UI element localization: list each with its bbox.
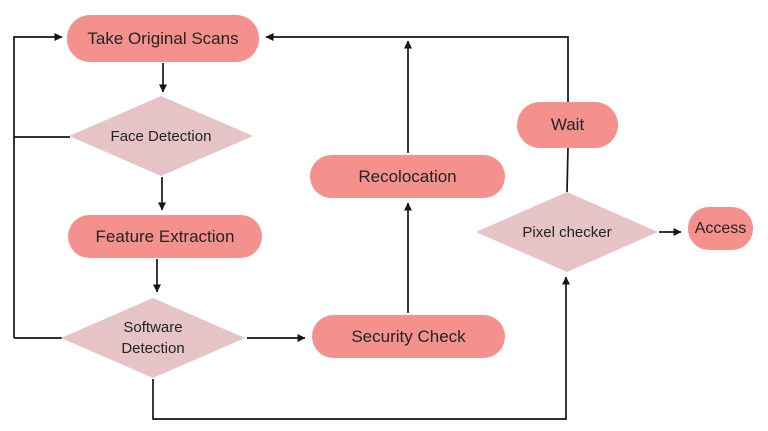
node-label: Take Original Scans — [87, 28, 239, 48]
connector-pixel-checker-to-wait — [566, 147, 569, 193]
node-label: Recolocation — [358, 166, 457, 186]
node-label: Pixel checker — [522, 223, 612, 241]
node-label: Face Detection — [110, 127, 212, 145]
node-take-original-scans: Take Original Scans — [67, 15, 259, 62]
node-label: Access — [694, 219, 747, 237]
node-access: Access — [688, 207, 753, 250]
node-recolocation: Recolocation — [310, 155, 505, 198]
connector-left-return-line-to-take-original-scans — [13, 33, 63, 338]
node-label: Software Detection — [121, 319, 185, 357]
node-security-check: Security Check — [312, 315, 505, 358]
node-label: Wait — [550, 115, 585, 134]
node-wait: Wait — [517, 102, 618, 148]
connector-software-detection-to-pixel-checker — [152, 276, 570, 420]
node-feature-extraction: Feature Extraction — [68, 215, 262, 258]
connector-wait-to-take-original-scans — [265, 33, 569, 102]
node-label: Security Check — [351, 326, 466, 346]
node-label: Feature Extraction — [95, 226, 235, 246]
